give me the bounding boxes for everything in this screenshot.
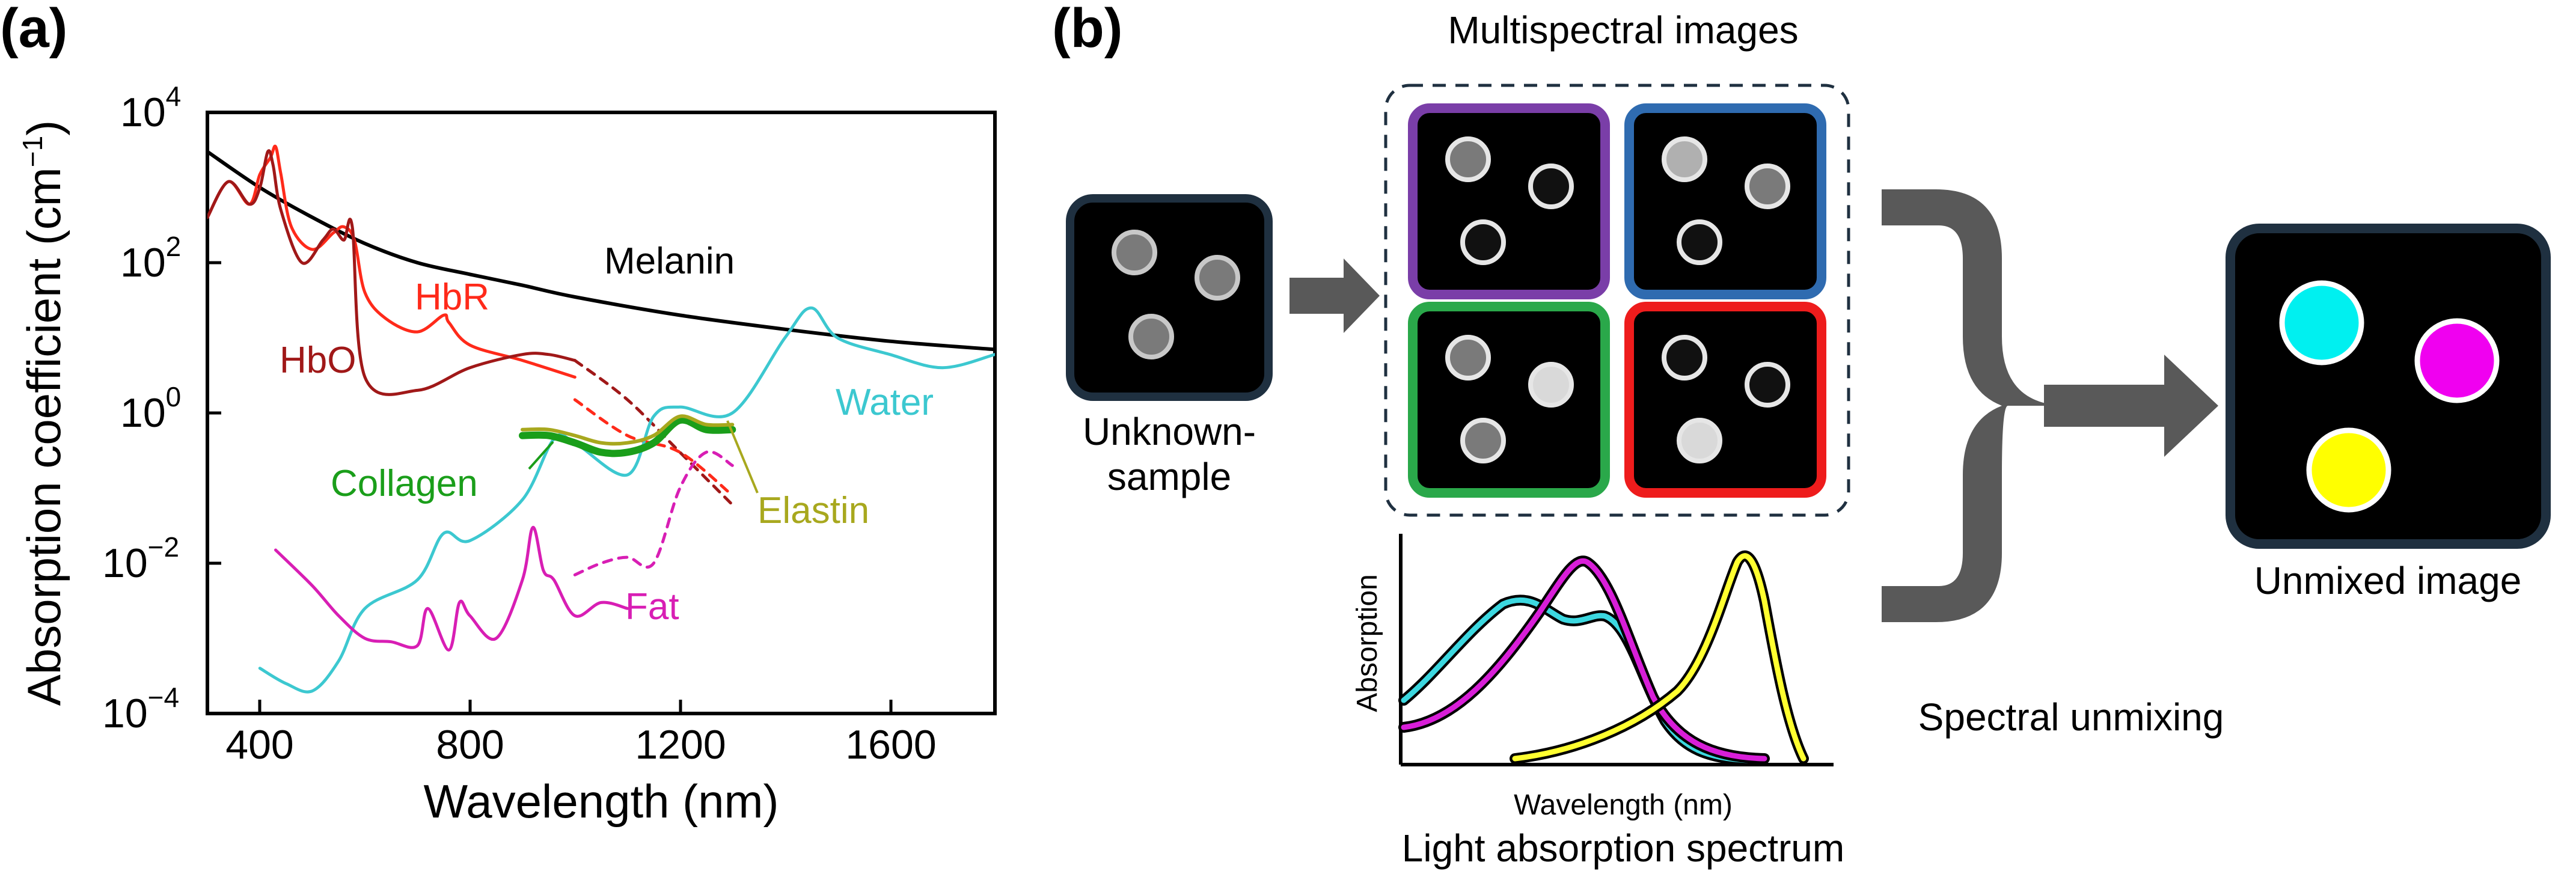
sample-dot — [1460, 418, 1506, 463]
unknown-sample-tile — [1066, 194, 1273, 401]
elastin-leader-line — [726, 420, 759, 494]
unmixed-dot-yellow — [2306, 427, 2391, 513]
sample-dot — [1528, 362, 1574, 408]
spectral-frame-blue — [1624, 103, 1826, 299]
x-tick-label: 800 — [436, 722, 504, 768]
sample-dot — [1662, 136, 1707, 182]
y-tick-label: 100 — [120, 381, 181, 436]
sample-dot — [1445, 136, 1491, 182]
spectral-image-red — [1624, 302, 1826, 498]
spectral-unmixing-brace — [1882, 189, 2068, 622]
spectral-image-blue — [1624, 103, 1826, 299]
sample-dot — [1745, 163, 1790, 209]
x-ticks — [258, 700, 893, 714]
x-tick-label: 1600 — [845, 722, 936, 768]
series-line-hbr — [207, 144, 577, 379]
multispectral-title: Multispectral images — [1448, 8, 1798, 52]
spectrum-xlabel: Wavelength (nm) — [1514, 789, 1733, 821]
series-line-hbr-extrapolated — [573, 398, 734, 497]
arrow-to-multispectral — [1290, 258, 1380, 333]
unmixed-image-label: Unmixed image — [2254, 559, 2522, 602]
unmixed-image-box — [2226, 224, 2551, 549]
sample-dot — [1662, 335, 1707, 380]
series-line-melanin — [207, 150, 995, 352]
x-axis-title: Wavelength (nm) — [424, 775, 779, 828]
sample-dot — [1195, 255, 1240, 301]
series-label-water: Water — [836, 382, 934, 423]
sample-dot — [1745, 362, 1790, 408]
x-tick-label: 1200 — [635, 722, 726, 768]
multispectral-container — [1384, 84, 1850, 517]
sample-dot — [1528, 163, 1574, 209]
series-label-fat: Fat — [625, 586, 679, 628]
series-label-hbo: HbO — [280, 340, 356, 381]
x-tick-label: 400 — [225, 722, 293, 768]
unknown-sample-label-line1: Unknown- — [1083, 410, 1256, 453]
spectral-image-purple — [1408, 103, 1610, 299]
sample-dot — [1128, 314, 1174, 359]
panel-a-label: (a) — [0, 0, 67, 59]
spectrum-curve-yellow — [1512, 553, 1807, 762]
spectrum-curve-magenta — [1401, 558, 1767, 762]
y-tick-label: 10−4 — [102, 682, 179, 736]
collagen-leader-line — [528, 441, 554, 470]
unmixed-dot-cyan — [2279, 280, 2364, 365]
series-label-hbr: HbR — [415, 277, 489, 318]
sample-dot — [1677, 418, 1722, 463]
absorption-spectrum-plot — [1398, 534, 1834, 766]
y-axis-title: Absorption coefficient (cm−1) — [17, 120, 70, 706]
spectral-unmixing-label: Spectral unmixing — [1918, 695, 2224, 739]
unknown-sample-label-line2: sample — [1107, 455, 1231, 498]
series-line-fat-extrapolated — [573, 450, 734, 576]
sample-dot — [1460, 219, 1506, 265]
series-label-melanin: Melanin — [604, 240, 735, 282]
y-ticks — [207, 111, 221, 715]
sample-dot — [1112, 230, 1157, 275]
sample-dot — [1677, 219, 1722, 265]
panel-b-label: (b) — [1052, 0, 1122, 59]
spectral-frame-green — [1408, 302, 1610, 498]
unmixed-dot-magenta — [2414, 318, 2500, 403]
y-tick-label: 10−2 — [102, 531, 179, 586]
series-line-fat — [274, 525, 629, 652]
series-label-elastin: Elastin — [757, 490, 869, 531]
spectrum-outline — [1398, 555, 1770, 764]
spectrum-title: Light absorption spectrum — [1402, 827, 1844, 870]
x-tick-labels: 400 800 1200 1600 — [225, 722, 936, 768]
series-line-hbo — [207, 149, 577, 396]
spectral-frame-purple — [1408, 103, 1610, 299]
y-tick-label: 104 — [120, 81, 181, 135]
spectrum-ylabel: Absorption — [1351, 574, 1383, 712]
series-label-collagen: Collagen — [331, 463, 478, 504]
spectrum-outline — [1398, 594, 1755, 766]
series-line-elastin — [521, 414, 735, 446]
unmixed-image-tile — [2226, 224, 2551, 549]
y-tick-labels: 104 102 100 10−2 10−4 — [102, 81, 181, 736]
plot-curves — [207, 144, 995, 694]
arrow-to-unmixed — [2044, 355, 2218, 457]
sample-dot — [1445, 335, 1491, 380]
series-line-hbo-extrapolated — [573, 359, 734, 507]
y-tick-label: 102 — [120, 231, 181, 286]
unknown-sample-box — [1066, 194, 1273, 401]
spectral-image-green — [1408, 302, 1610, 498]
series-line-collagen — [519, 416, 736, 457]
spectral-frame-red — [1624, 302, 1826, 498]
